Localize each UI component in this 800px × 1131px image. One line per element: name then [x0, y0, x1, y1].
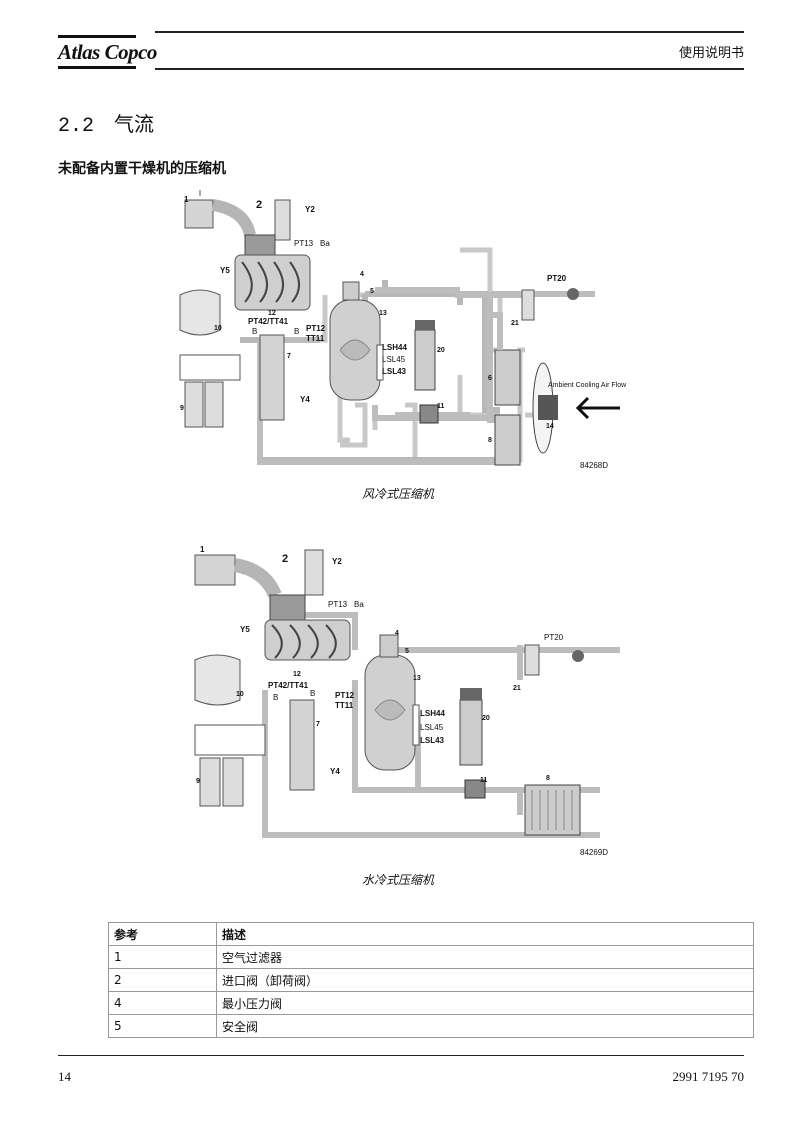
label-14: 14: [546, 423, 554, 430]
label-pt12: PT12: [335, 691, 355, 700]
label-y2: Y2: [305, 205, 315, 214]
label-lsl45: LSL45: [382, 355, 406, 364]
caption-water-cooled: 水冷式压缩机: [362, 873, 435, 887]
label-b1: B: [273, 693, 278, 702]
label-11: 11: [480, 777, 488, 784]
label-y2: Y2: [332, 557, 342, 566]
subsection-title: 未配备内置干燥机的压缩机: [58, 161, 226, 177]
label-9: 9: [196, 778, 200, 785]
label-ba: Ba: [354, 600, 364, 609]
label-1: 1: [184, 195, 189, 204]
header-rule-top: [155, 31, 744, 33]
label-7: 7: [287, 353, 291, 360]
header-description: 描述: [216, 922, 754, 946]
atlas-copco-logo: Atlas Copco: [58, 40, 157, 64]
table-row: 4 最小压力阀: [108, 991, 754, 1015]
label-8: 8: [488, 437, 492, 444]
label-21: 21: [513, 685, 521, 692]
desc-cell: 进口阀（卸荷阀）: [216, 968, 754, 992]
label-pt20: PT20: [547, 274, 567, 283]
ref-cell: 2: [108, 968, 217, 992]
label-8: 8: [546, 775, 550, 782]
diagram-code: 84269D: [580, 848, 608, 857]
label-pt13: PT13: [328, 600, 348, 609]
section-number: 2.2: [58, 115, 95, 138]
ref-cell: 5: [108, 1014, 217, 1038]
label-lsl43: LSL43: [420, 736, 445, 745]
footer-rule: [58, 1055, 744, 1056]
label-9: 9: [180, 405, 184, 412]
label-2: 2: [282, 553, 288, 565]
air-cooled-flow-diagram: 1 2 Y2 PT13 Ba Y5 12 4 5 13 PT42/TT41 B …: [179, 190, 627, 470]
table-row: 2 进口阀（卸荷阀）: [108, 968, 754, 992]
label-6: 6: [488, 375, 492, 382]
label-13: 13: [413, 675, 421, 682]
label-b2: B: [294, 327, 299, 336]
desc-cell: 最小压力阀: [216, 991, 754, 1015]
desc-cell: 安全阀: [216, 1014, 754, 1038]
table-row: 5 安全阀: [108, 1014, 754, 1038]
ref-cell: 1: [108, 945, 217, 969]
label-5: 5: [405, 648, 409, 655]
label-ba: Ba: [320, 239, 330, 248]
label-lsl43: LSL43: [382, 367, 407, 376]
label-20: 20: [482, 715, 490, 722]
label-20: 20: [437, 347, 445, 354]
label-pt42: PT42/TT41: [248, 317, 289, 326]
label-12: 12: [268, 310, 276, 317]
label-4: 4: [395, 630, 399, 637]
label-12: 12: [293, 671, 301, 678]
label-7: 7: [316, 721, 320, 728]
label-pt13: PT13: [294, 239, 314, 248]
label-y4: Y4: [330, 767, 340, 776]
label-21: 21: [511, 320, 519, 327]
desc-cell: 空气过滤器: [216, 945, 754, 969]
label-lsh44: LSH44: [382, 343, 407, 352]
label-tt11: TT11: [335, 701, 354, 710]
label-pt12: PT12: [306, 324, 326, 333]
reference-table: 参考 描述 1 空气过滤器 2 进口阀（卸荷阀） 4 最小压力阀 5 安全阀: [108, 922, 754, 1038]
section-heading: 2.2 气流: [58, 108, 154, 138]
manual-title: 使用说明书: [678, 46, 744, 61]
label-y5: Y5: [240, 625, 250, 634]
label-fan: Ambient Cooling Air Flow: [548, 382, 627, 389]
label-5: 5: [370, 288, 374, 295]
table-header-row: 参考 描述: [108, 922, 754, 946]
page-number: 14: [58, 1069, 71, 1084]
label-lsh44: LSH44: [420, 709, 445, 718]
label-11: 11: [437, 403, 445, 410]
header-reference: 参考: [108, 922, 217, 946]
label-13: 13: [379, 310, 387, 317]
label-b2: B: [310, 689, 315, 698]
label-y5: Y5: [220, 266, 230, 275]
diagram-code: 84268D: [580, 461, 608, 470]
label-lsl45: LSL45: [420, 723, 444, 732]
caption-air-cooled: 风冷式压缩机: [362, 487, 435, 501]
logo-rule-bottom: [58, 66, 136, 69]
label-pt42: PT42/TT41: [268, 681, 309, 690]
label-1: 1: [200, 545, 205, 554]
water-cooled-flow-diagram: 1 2 Y2 PT13 Ba Y5 12 4 5 13 PT42/TT41 B …: [194, 545, 620, 857]
table-row: 1 空气过滤器: [108, 945, 754, 969]
label-tt11: TT11: [306, 334, 325, 343]
label-b1: B: [252, 327, 257, 336]
section-title: 气流: [114, 112, 155, 136]
label-y4: Y4: [300, 395, 310, 404]
label-10: 10: [214, 325, 222, 332]
ref-cell: 4: [108, 991, 217, 1015]
label-4: 4: [360, 271, 364, 278]
label-10: 10: [236, 691, 244, 698]
label-2: 2: [256, 199, 262, 211]
logo-rule-top: [58, 35, 136, 38]
header-rule-bottom: [155, 68, 744, 70]
label-pt20: PT20: [544, 633, 564, 642]
document-number: 2991 7195 70: [672, 1069, 745, 1084]
